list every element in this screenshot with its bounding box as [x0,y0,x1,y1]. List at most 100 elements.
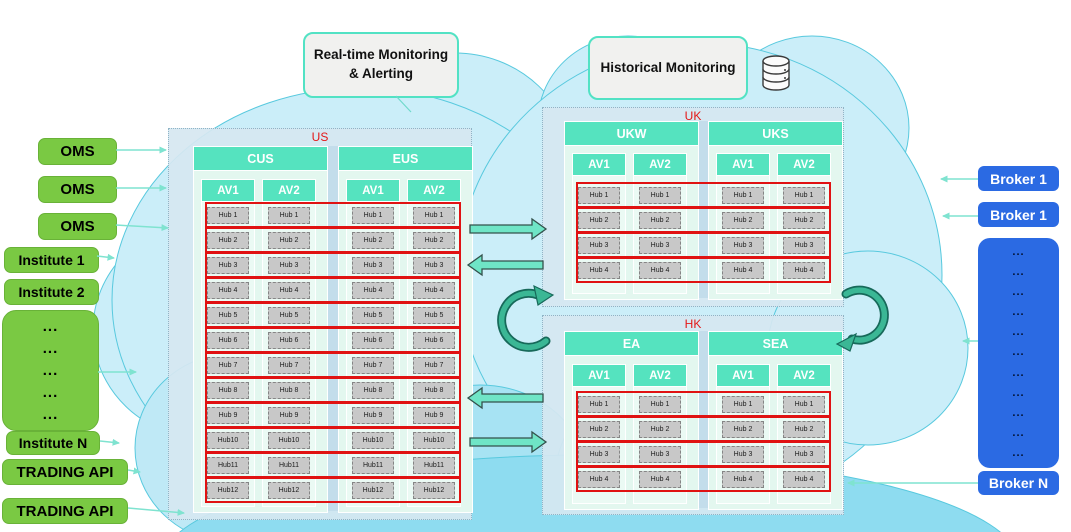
av-header: AV2 [777,153,831,176]
hub-row-outline [205,277,461,303]
trading-api-box-2: TRADING API [2,498,128,524]
subregion-header-sea: SEA [708,331,843,356]
subregion-header-uks: UKS [708,121,843,146]
hub-row-outline [576,232,831,258]
ellipsis-row: ... [42,317,59,335]
us-to-uk-arrow [469,217,548,241]
oms-box-3: OMS [38,213,117,240]
oms-box-2: OMS [38,176,117,203]
broker-n-box: Broker N [978,471,1059,495]
region-title-hk: HK [684,317,702,331]
hub-row-outline [205,302,461,328]
subregion-header-ukw: UKW [564,121,699,146]
ellipsis-row: ... [42,384,59,402]
ellipsis-row: ... [1012,427,1025,440]
hub-row-outline [205,227,461,253]
broker-label: Broker N [988,475,1049,491]
subregion-header-eus: EUS [338,146,473,171]
av-header: AV1 [716,153,770,176]
institute-label: Institute 1 [18,252,85,268]
realtime-monitoring-label-line1: Real-time Monitoring [313,47,449,63]
institute-label: Institute 2 [18,284,85,300]
broker-label: Broker 1 [990,206,1047,223]
hub-row-outline [205,402,461,428]
region-title-uk: UK [684,109,702,123]
hub-row-outline [205,252,461,278]
database-icon [762,55,790,91]
av-header: AV2 [407,179,461,202]
trading-api-1-arrow [127,467,141,475]
ellipsis-row: ... [1012,366,1025,379]
hub-row-outline [205,352,461,378]
hub-row-outline [576,416,831,442]
av-header: AV2 [633,153,687,176]
trading-api-label: TRADING API [16,463,114,481]
broker-1-box: Broker 1 [978,166,1059,191]
institute-n-box: Institute N [6,431,100,455]
ellipsis-row: ... [1012,326,1025,339]
ellipsis-row: ... [42,361,59,379]
av-header: AV1 [716,364,770,387]
region-title-us: US [311,130,329,144]
ellipsis-row: ... [1012,285,1025,298]
oms-label: OMS [60,181,95,198]
ellipsis-row: ... [1012,447,1025,460]
us-to-hk-arrow [469,430,548,454]
institute-1-arrow [96,253,115,261]
institute-2-box: Institute 2 [4,279,99,305]
broker-arrows [847,175,978,487]
trading-api-label: TRADING API [16,502,114,520]
oms-3-arrow [115,224,169,232]
ellipsis-row: ... [1012,265,1025,278]
ellipsis-row: ... [1012,406,1025,419]
historical-monitoring-label: Historical Monitoring [600,59,736,75]
av-header: AV1 [201,179,255,202]
hub-row-outline [576,257,831,283]
hub-row-outline [576,391,831,417]
ellipsis-row: ... [1012,306,1025,319]
av-header: AV2 [262,179,316,202]
institute-label: Institute N [18,435,88,451]
brokers-ellipsis-box: ................................. [978,238,1059,468]
av-header: AV1 [572,153,626,176]
ellipsis-row: ... [42,339,59,357]
oms-box-1: OMS [38,138,117,165]
trading-api-box-1: TRADING API [2,459,128,485]
realtime-connector-line [395,95,412,113]
hk-to-us-arrow [466,386,544,410]
hub-row-outline [205,377,461,403]
hub-row-outline [576,466,831,492]
ellipsis-row: ... [1012,346,1025,359]
hub-row-outline [205,427,461,453]
hub-row-outline [205,327,461,353]
uk-to-us-arrow [466,253,544,277]
av-header: AV1 [572,364,626,387]
oms-label: OMS [60,218,95,235]
ellipsis-row: ... [42,406,59,424]
hub-row-outline [576,182,831,208]
av-header: AV1 [346,179,400,202]
hub-row-outline [205,452,461,478]
av-header: AV2 [633,364,687,387]
oms-label: OMS [60,143,95,160]
ellipsis-row: ... [1012,386,1025,399]
institutes-ellipsis-box: ............... [2,310,99,431]
broker-label: Broker 1 [990,170,1047,187]
realtime-monitoring-box: Real-time Monitoring & Alerting [303,32,459,98]
av-header: AV2 [777,364,831,387]
uk-hk-sync-arrow-right [835,285,889,352]
hub-row-outline [205,202,461,228]
hub-row-outline [205,477,461,503]
historical-monitoring-box: Historical Monitoring [588,36,748,100]
ellipsis-row: ... [1012,245,1025,258]
hub-row-outline [576,441,831,467]
subregion-header-cus: CUS [193,146,328,171]
hub-row-outline [576,207,831,233]
broker-1-box-2: Broker 1 [978,202,1059,227]
